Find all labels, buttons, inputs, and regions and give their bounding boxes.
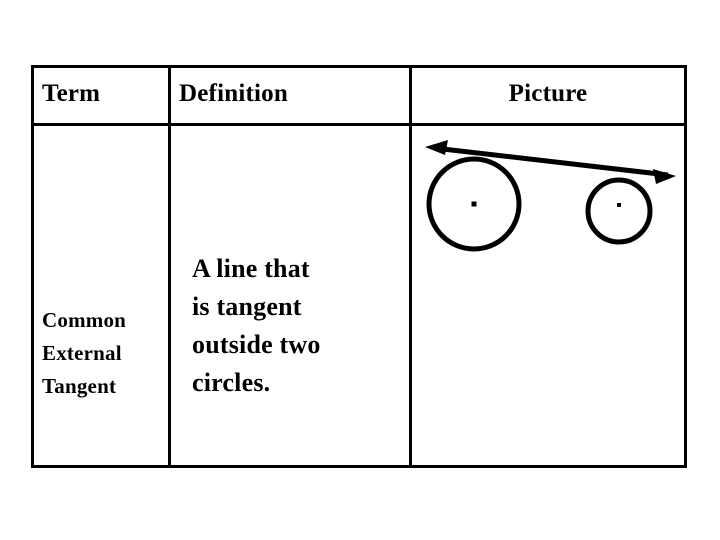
cell-picture bbox=[409, 123, 687, 468]
header-cell-picture: Picture bbox=[409, 65, 687, 126]
large-circle bbox=[426, 156, 522, 252]
column-header-definition: Definition bbox=[179, 80, 288, 107]
cell-term: Common External Tangent bbox=[31, 123, 171, 468]
tangent-line-shaft bbox=[433, 145, 669, 178]
tangent-line-left-arrowhead bbox=[425, 140, 448, 155]
term-label: Common External Tangent bbox=[42, 308, 127, 398]
table-row: Common External Tangent A line that is t… bbox=[31, 123, 687, 468]
small-circle-center-dot bbox=[617, 203, 621, 207]
header-cell-term: Term bbox=[31, 65, 171, 126]
cell-definition: A line that is tangent outside two circl… bbox=[168, 123, 412, 468]
vocabulary-table: Term Definition Picture Common External … bbox=[31, 65, 687, 468]
definition-text: A line that is tangent outside two circl… bbox=[192, 254, 321, 397]
tangent-line-right-arrowhead bbox=[653, 169, 676, 184]
large-circle-center-dot bbox=[471, 201, 477, 207]
common-external-tangent-diagram bbox=[425, 140, 676, 252]
column-header-picture: Picture bbox=[508, 80, 588, 107]
column-header-term: Term bbox=[42, 80, 101, 107]
small-circle bbox=[585, 177, 653, 245]
table-header-row: Term Definition Picture bbox=[31, 65, 687, 126]
header-cell-definition: Definition bbox=[168, 65, 412, 126]
